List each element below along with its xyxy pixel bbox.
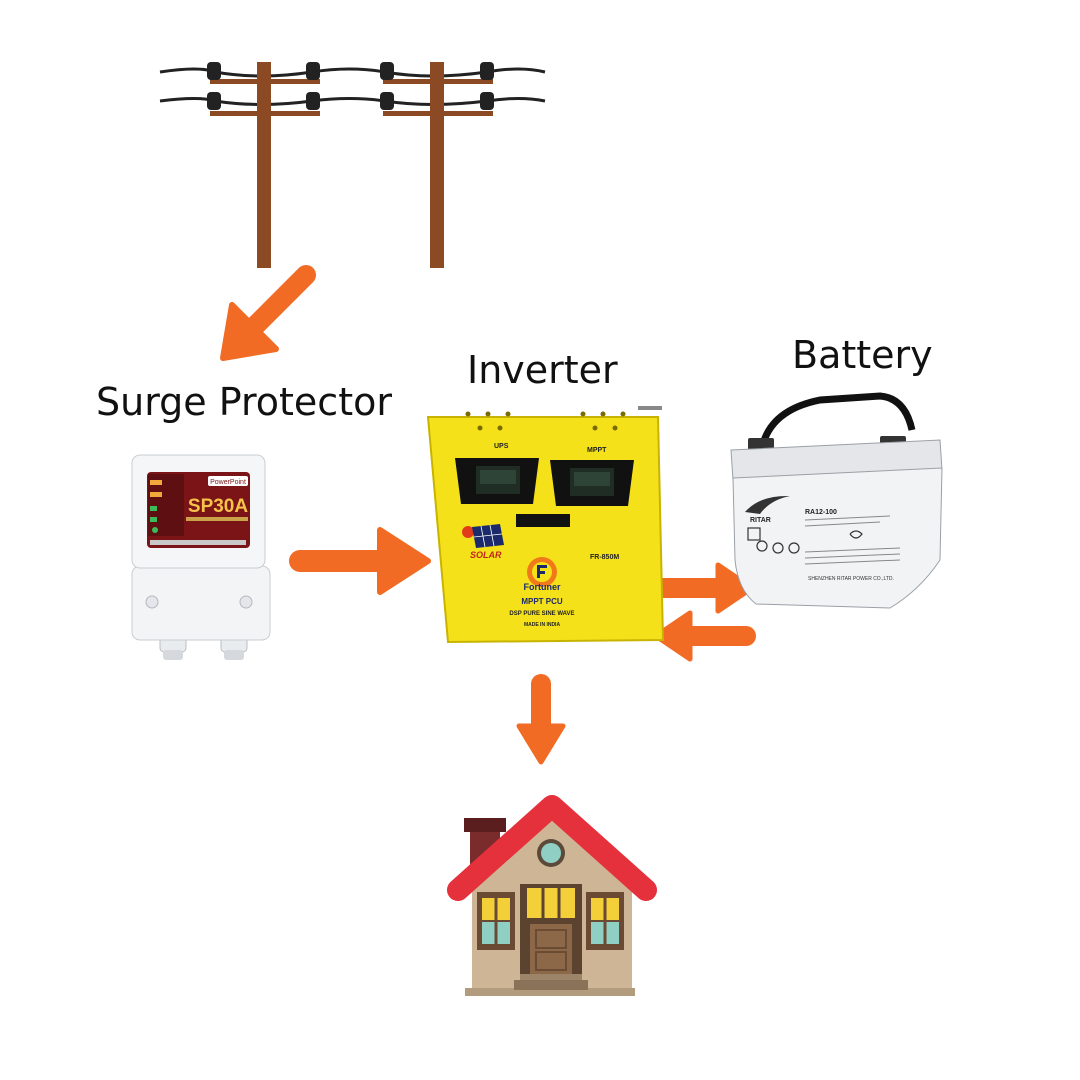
inverter-device: UPS MPPT SOLAR FR-850M Fortuner MPP	[426, 406, 665, 644]
inverter-label: Inverter	[467, 348, 618, 392]
inverter-brand-text: Fortuner	[524, 582, 561, 592]
surge-protector-device: PowerPoint SP30A	[131, 454, 271, 660]
surge-model-text: SP30A	[188, 496, 248, 517]
battery-label: Battery	[792, 333, 933, 377]
solar-panel-icon	[462, 524, 504, 548]
surge-brand-text: PowerPoint	[210, 479, 246, 486]
inverter-origin-text: MADE IN INDIA	[524, 622, 561, 628]
arrow-battery-to-inverter	[653, 610, 756, 662]
ups-panel-label: UPS	[494, 443, 509, 450]
arrow-poles-to-surge	[220, 265, 316, 361]
battery-brand-text: RITAR	[750, 517, 771, 524]
inverter-model-text: FR-850M	[590, 554, 619, 561]
fortuner-logo-icon	[527, 557, 557, 587]
arrow-surge-to-inverter	[289, 527, 431, 595]
mppt-panel-label: MPPT	[587, 447, 607, 454]
inverter-type-text: MPPT PCU	[521, 597, 563, 606]
arrow-inverter-to-house	[516, 674, 566, 765]
battery-model-text: RA12-100	[805, 509, 837, 516]
inverter-wave-text: DSP PURE SINE WAVE	[509, 611, 574, 617]
arrow-inverter-to-battery	[650, 562, 755, 614]
surge-protector-label: Surge Protector	[96, 380, 392, 424]
battery-maker-text: SHENZHEN RITAR POWER CO.,LTD.	[808, 576, 894, 582]
solar-text: SOLAR	[470, 550, 502, 560]
battery-device: RITAR RA12-100 SHENZHEN RITAR POWER CO.,…	[730, 392, 943, 609]
ritar-logo-icon	[745, 495, 790, 514]
utility-poles-icon	[159, 62, 546, 268]
house-icon	[447, 795, 657, 996]
